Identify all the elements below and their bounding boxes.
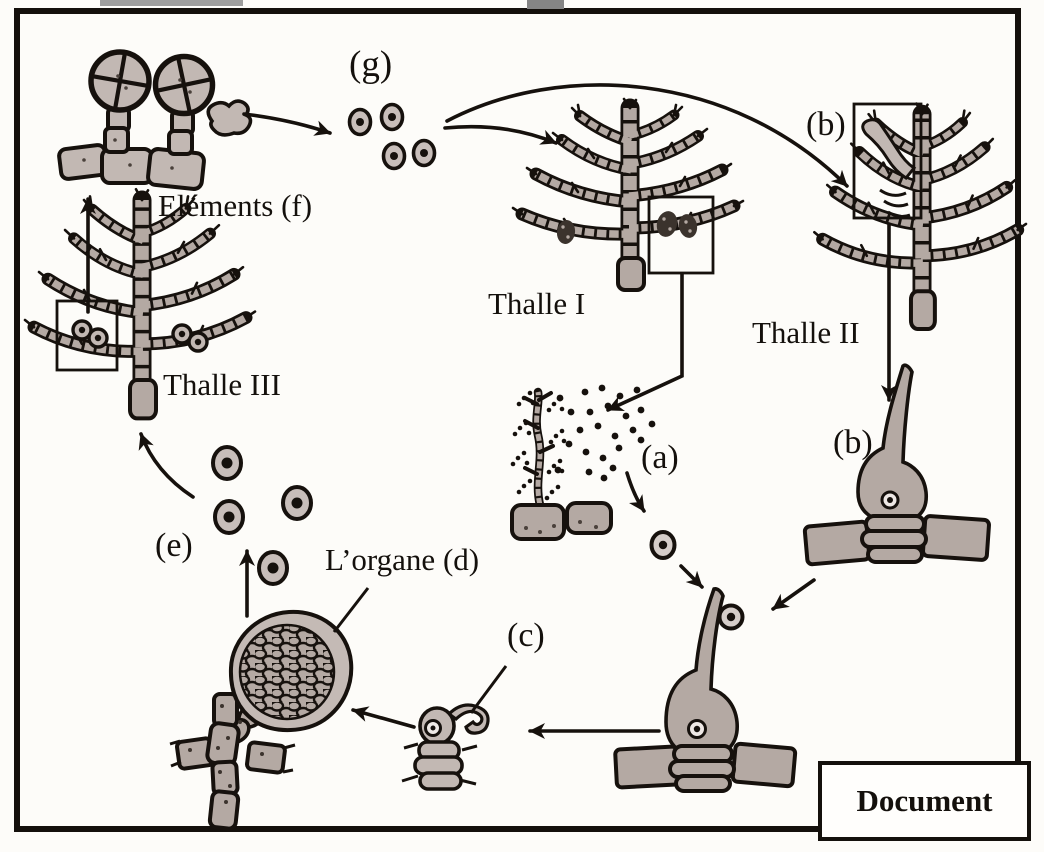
document-caption-box: Document	[818, 761, 1031, 841]
arrow-box1-to-sporeling	[606, 272, 684, 412]
leader-lines	[332, 587, 508, 714]
spore-a	[649, 530, 677, 560]
document-caption: Document	[856, 783, 993, 818]
leader-c	[469, 665, 508, 714]
central-carpogonium	[613, 587, 798, 793]
label-b-upper: (b)	[806, 106, 846, 143]
label-a: (a)	[641, 439, 679, 476]
thalle-1-zoom-box	[647, 195, 715, 275]
carpogonium-b	[802, 363, 991, 567]
label-g: (g)	[349, 44, 393, 85]
diagram-outer-frame	[14, 8, 1021, 832]
arrow-g-to-thalle1	[443, 124, 558, 145]
spores-e	[211, 445, 313, 586]
label-thalle-1: Thalle I	[488, 286, 586, 321]
label-thalle-2: Thalle II	[752, 315, 860, 350]
label-thalle-3: Thalle III	[163, 367, 281, 402]
spores-g	[347, 102, 437, 171]
thalle-2-drawing	[814, 104, 1026, 329]
label-e: (e)	[155, 527, 193, 564]
arrow-f-to-g	[242, 112, 332, 136]
spermatium	[717, 603, 745, 631]
scan-artifacts	[100, 0, 564, 9]
thalle-1-drawing	[513, 99, 743, 290]
label-c: (c)	[507, 617, 545, 654]
label-b-lower: (b)	[833, 424, 873, 461]
tetraspore-dots	[510, 384, 656, 501]
cycle-arrows	[80, 83, 897, 739]
released-fragment	[206, 99, 253, 137]
arrow-a-to-spore	[625, 471, 646, 513]
arrow-c-to-d	[351, 706, 416, 729]
arrow-spore-to-trichogyne	[679, 564, 704, 589]
carpogonium-in-situ	[861, 118, 917, 218]
arrow-e-to-thalle3	[138, 432, 195, 499]
label-organe-d: L’organe (d)	[325, 542, 480, 577]
thalle-2-zoom-box	[852, 102, 923, 220]
arrow-g-to-thalle2	[445, 83, 849, 188]
label-elements-f: Eléments (f)	[158, 188, 313, 223]
sporangial-plantlet	[510, 384, 656, 541]
structure-c	[401, 703, 490, 791]
leader-organe-d	[332, 587, 370, 633]
elements-f-drawing	[57, 49, 253, 191]
organe-d-cystocarp	[169, 609, 354, 831]
arrow-b-to-trichogyne	[771, 578, 816, 611]
